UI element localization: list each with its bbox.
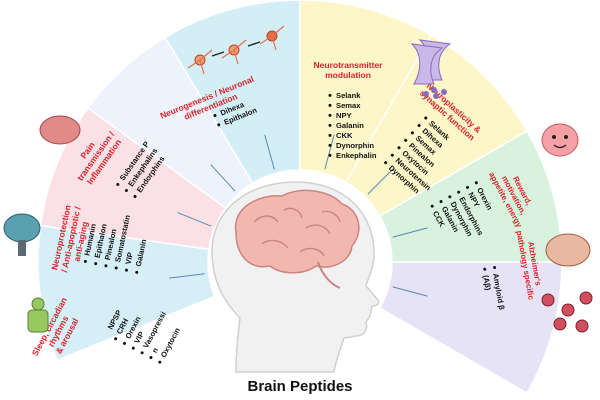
inflamed-brain-icon <box>39 115 81 145</box>
peptide-item: Dynorphin <box>336 141 374 150</box>
peptide-item: NPY <box>336 111 352 120</box>
bullet-dot <box>149 356 153 360</box>
bullet-dot <box>114 266 118 270</box>
peptide-list-neuroprotection: HumaninEpithalonPinealonSomatostatinVIPG… <box>82 214 148 274</box>
brain-icon <box>234 189 360 274</box>
sleep-icon <box>27 297 49 333</box>
connector-neurogenesis <box>264 134 275 170</box>
bullet-dot <box>466 185 470 189</box>
bullet-dot <box>328 143 332 147</box>
peptide-item: Galanin <box>336 121 364 130</box>
peptide-item: VIP <box>123 251 134 265</box>
bullet-dot <box>328 133 332 137</box>
peptide-item: Oxytocin <box>159 326 182 359</box>
bullet-dot <box>430 204 434 208</box>
bullet-dot <box>158 360 162 364</box>
peptide-item: CKK <box>336 131 353 140</box>
sector-alzheimers <box>378 261 563 395</box>
bullet-dot <box>328 103 332 107</box>
peptide-item: Semax <box>336 101 361 110</box>
bullet-dot <box>439 200 443 204</box>
bullet-dot <box>483 267 487 271</box>
connector-reward <box>392 227 428 238</box>
bullet-dot <box>328 93 332 97</box>
bullet-dot <box>135 270 139 274</box>
bullet-dot <box>410 131 414 135</box>
bullet-dot <box>131 346 135 350</box>
bullet-dot <box>397 146 401 150</box>
bullet-dot <box>328 123 332 127</box>
bullet-dot <box>83 259 87 263</box>
synapse-icon <box>410 43 444 99</box>
brain-stem <box>317 261 341 289</box>
bullet-dot <box>122 341 126 345</box>
bullet-dot <box>457 190 461 194</box>
connector-lines <box>168 134 428 297</box>
connector-sleep <box>168 273 205 279</box>
connector-neuroplasticity <box>367 168 394 195</box>
neuron-differentiation-icon <box>187 25 285 75</box>
bullet-dot <box>124 188 128 192</box>
bullet-dot <box>390 153 394 157</box>
sector-title-line: Neurotransmitter <box>314 60 384 70</box>
diagram-title: Brain Peptides <box>247 378 352 395</box>
connector-pain <box>210 164 236 192</box>
sector-icons <box>3 25 593 333</box>
bullet-dot <box>328 113 332 117</box>
bullet-dot <box>474 181 478 185</box>
bullet-dot <box>124 268 128 272</box>
bullet-dot <box>116 182 120 186</box>
bullet-dot <box>448 195 452 199</box>
connector-alzheimers <box>392 286 428 297</box>
connector-neurotransmitter <box>324 134 335 170</box>
peptide-item: Selank <box>336 91 361 100</box>
bullet-dot <box>140 351 144 355</box>
bullet-dot <box>104 264 108 268</box>
shielded-brain-icon <box>3 213 41 256</box>
bullet-dot <box>217 123 221 127</box>
bullet-dot <box>114 337 118 341</box>
peptide-item: (Aβ) <box>481 274 493 291</box>
bullet-dot <box>493 266 497 270</box>
bullet-dot <box>213 114 217 118</box>
peptide-item: Enkephalin <box>336 151 377 160</box>
bullet-dot <box>94 262 98 266</box>
brain-folds <box>253 207 341 257</box>
peptide-list-neurotransmitter: SelankSemaxNPYGalaninCKKDynorphinEnkepha… <box>328 91 377 160</box>
amyloid-plaque-icon <box>541 233 593 333</box>
sector-title-neuroprotection: Neuroprotection/ Anti-apoptotic /anti-ag… <box>49 204 89 273</box>
sector-title-line: modulation <box>325 70 371 80</box>
bullet-dot <box>384 161 388 165</box>
bullet-dot <box>328 153 332 157</box>
bullet-dot <box>417 123 421 127</box>
happy-brain-icon <box>541 123 579 157</box>
connector-neuroprotection <box>177 212 212 227</box>
bullet-dot <box>424 116 428 120</box>
peptide-item: n <box>150 346 160 355</box>
head-silhouette <box>211 181 380 373</box>
bullet-dot <box>404 138 408 142</box>
bullet-dot <box>133 195 137 199</box>
